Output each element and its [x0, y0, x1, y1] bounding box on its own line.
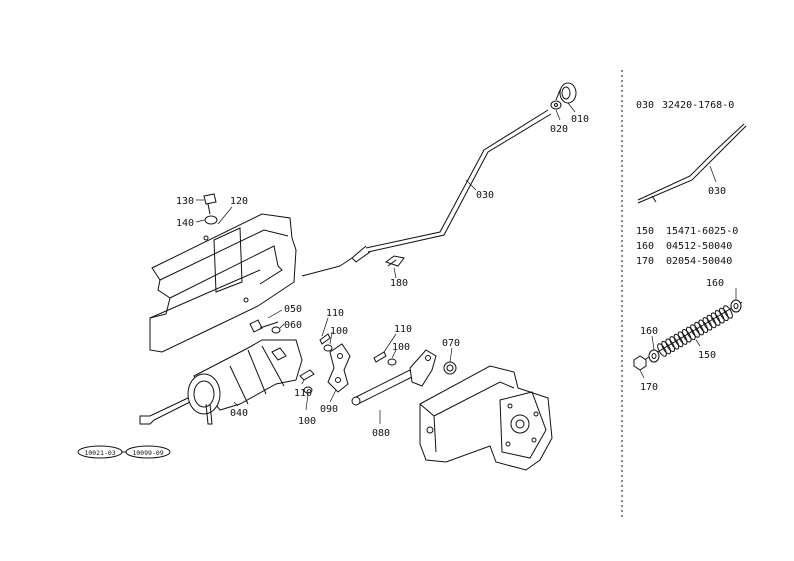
bracket-120 [149, 213, 297, 353]
parts-list-ref-0: 150 [636, 226, 654, 237]
spring-coil [710, 312, 721, 326]
lever-090 [327, 343, 351, 393]
side-callout-150: 150 [698, 350, 716, 361]
parts-list-ref-1: 160 [636, 241, 654, 252]
side-callout-170: 170 [640, 382, 658, 393]
side-part-number-030: 32420-1768-0 [662, 100, 734, 111]
spring-coil [673, 333, 684, 348]
callout-100-a: 100 [330, 326, 348, 337]
spring-rod [643, 301, 743, 361]
washer-020 [550, 100, 562, 110]
side-panel: 030 32420-1768-0 030 150 15471-6025-0 16… [633, 100, 747, 393]
knob-010 [555, 82, 577, 104]
serial-tag-start: 10021-03 [84, 449, 115, 457]
bolt-050 [249, 319, 279, 333]
callout-030: 030 [476, 190, 494, 201]
clip-180 [384, 255, 405, 267]
callout-040: 040 [230, 408, 248, 419]
spring-coil [665, 338, 676, 352]
spring-coil [719, 307, 729, 322]
callout-010: 010 [571, 114, 589, 125]
callout-020: 020 [550, 124, 568, 135]
callout-140: 140 [176, 218, 194, 229]
washer-060 [271, 326, 281, 334]
solenoid-040 [139, 339, 303, 425]
spring-coil [686, 326, 696, 341]
side-callout-160-top: 160 [706, 278, 724, 289]
spring-150 [643, 301, 743, 361]
callout-120: 120 [230, 196, 248, 207]
side-callout-160-left: 160 [640, 326, 658, 337]
rod-030 [301, 109, 552, 277]
spring-coil [677, 331, 688, 345]
shaft-080 [351, 349, 437, 406]
washer-140 [204, 215, 218, 225]
spring-coil [723, 305, 733, 319]
callout-050: 050 [284, 304, 302, 315]
nut-070 [443, 361, 457, 375]
callout-060: 060 [284, 320, 302, 331]
callout-070: 070 [442, 338, 460, 349]
side-callout-030: 030 [708, 186, 726, 197]
callout-100-c: 100 [298, 416, 316, 427]
spring-coil [698, 319, 709, 333]
washer-160-top [730, 299, 742, 313]
callout-110-a: 110 [326, 308, 344, 319]
housing [419, 365, 553, 471]
spring-coil [694, 321, 704, 336]
spring-coil [669, 336, 680, 350]
spring-coil [714, 310, 725, 324]
spring-coil [706, 314, 717, 329]
callout-110-b: 110 [394, 324, 412, 335]
callout-180: 180 [390, 278, 408, 289]
washer-160-left [648, 349, 660, 363]
spring-coil [661, 340, 671, 355]
callout-130: 130 [176, 196, 194, 207]
side-rod-030 [637, 123, 747, 204]
spring-coil [657, 343, 667, 357]
spring-coil [681, 329, 692, 343]
serial-tag-end: 10099-09 [132, 449, 163, 457]
callout-110-c: 110 [294, 388, 312, 399]
callout-100-b: 100 [392, 342, 410, 353]
parts-list-number-1: 04512-50040 [666, 241, 732, 252]
serial-tags: 10021-03 10099-09 [77, 445, 171, 459]
side-ref-030: 030 [636, 100, 654, 111]
spring-coil [690, 324, 700, 338]
callout-080: 080 [372, 428, 390, 439]
nut-170 [633, 355, 647, 371]
parts-list-ref-2: 170 [636, 256, 654, 267]
parts-list-number-2: 02054-50040 [666, 256, 732, 267]
callout-090: 090 [320, 404, 338, 415]
spring-coil [702, 317, 713, 331]
bolt-130 [203, 193, 217, 215]
parts-list-number-0: 15471-6025-0 [666, 226, 738, 237]
